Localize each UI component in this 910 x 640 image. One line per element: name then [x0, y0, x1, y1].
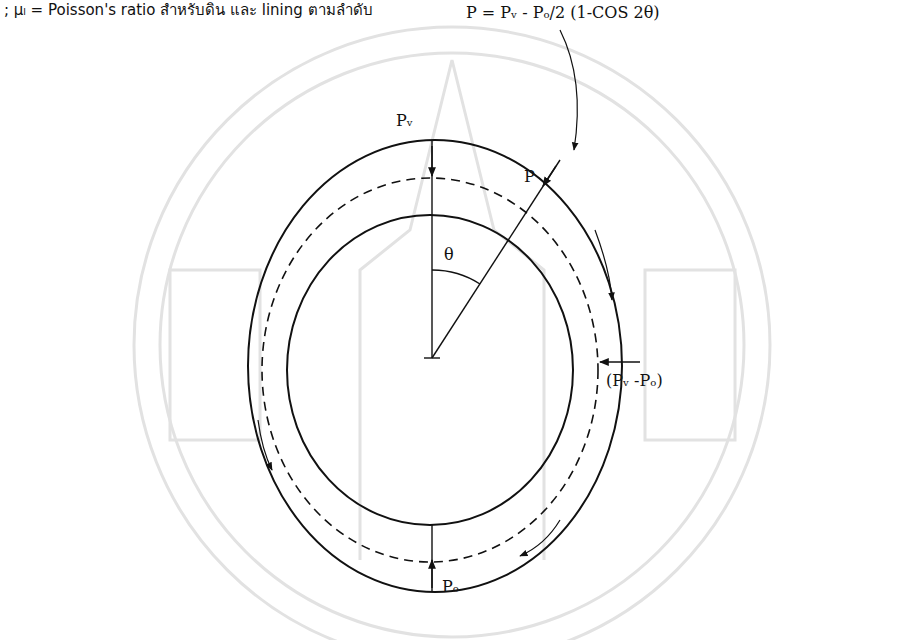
outer-boundary: [248, 140, 622, 592]
vertical-axis: [431, 141, 432, 358]
deformed-shape: [262, 178, 598, 562]
watermark-seal: [134, 27, 770, 640]
p-label: P: [524, 168, 535, 186]
radial-line: [432, 160, 560, 358]
po-label: Pₒ: [442, 578, 459, 596]
po-arrow: [431, 560, 432, 588]
pv-label: Pᵥ: [396, 112, 413, 130]
p-arrow: [543, 166, 556, 186]
note-text: ; μₗ = Poisson's ratio สำหรับดิน และ lin…: [4, 2, 373, 19]
theta-label: θ: [444, 246, 454, 264]
side-arrow: [600, 361, 640, 362]
pressure-formula: P = Pᵥ - Pₒ/2 (1-COS 2θ): [466, 4, 660, 22]
side-load-label: (Pᵥ -Pₒ): [606, 372, 663, 390]
formula-leader: [560, 30, 577, 150]
vertical-axis-lower: [431, 525, 432, 592]
pv-arrow: [431, 146, 432, 176]
inner-boundary: [287, 215, 573, 525]
theta-arc: [432, 270, 480, 284]
pressure-arrows: [258, 230, 612, 556]
